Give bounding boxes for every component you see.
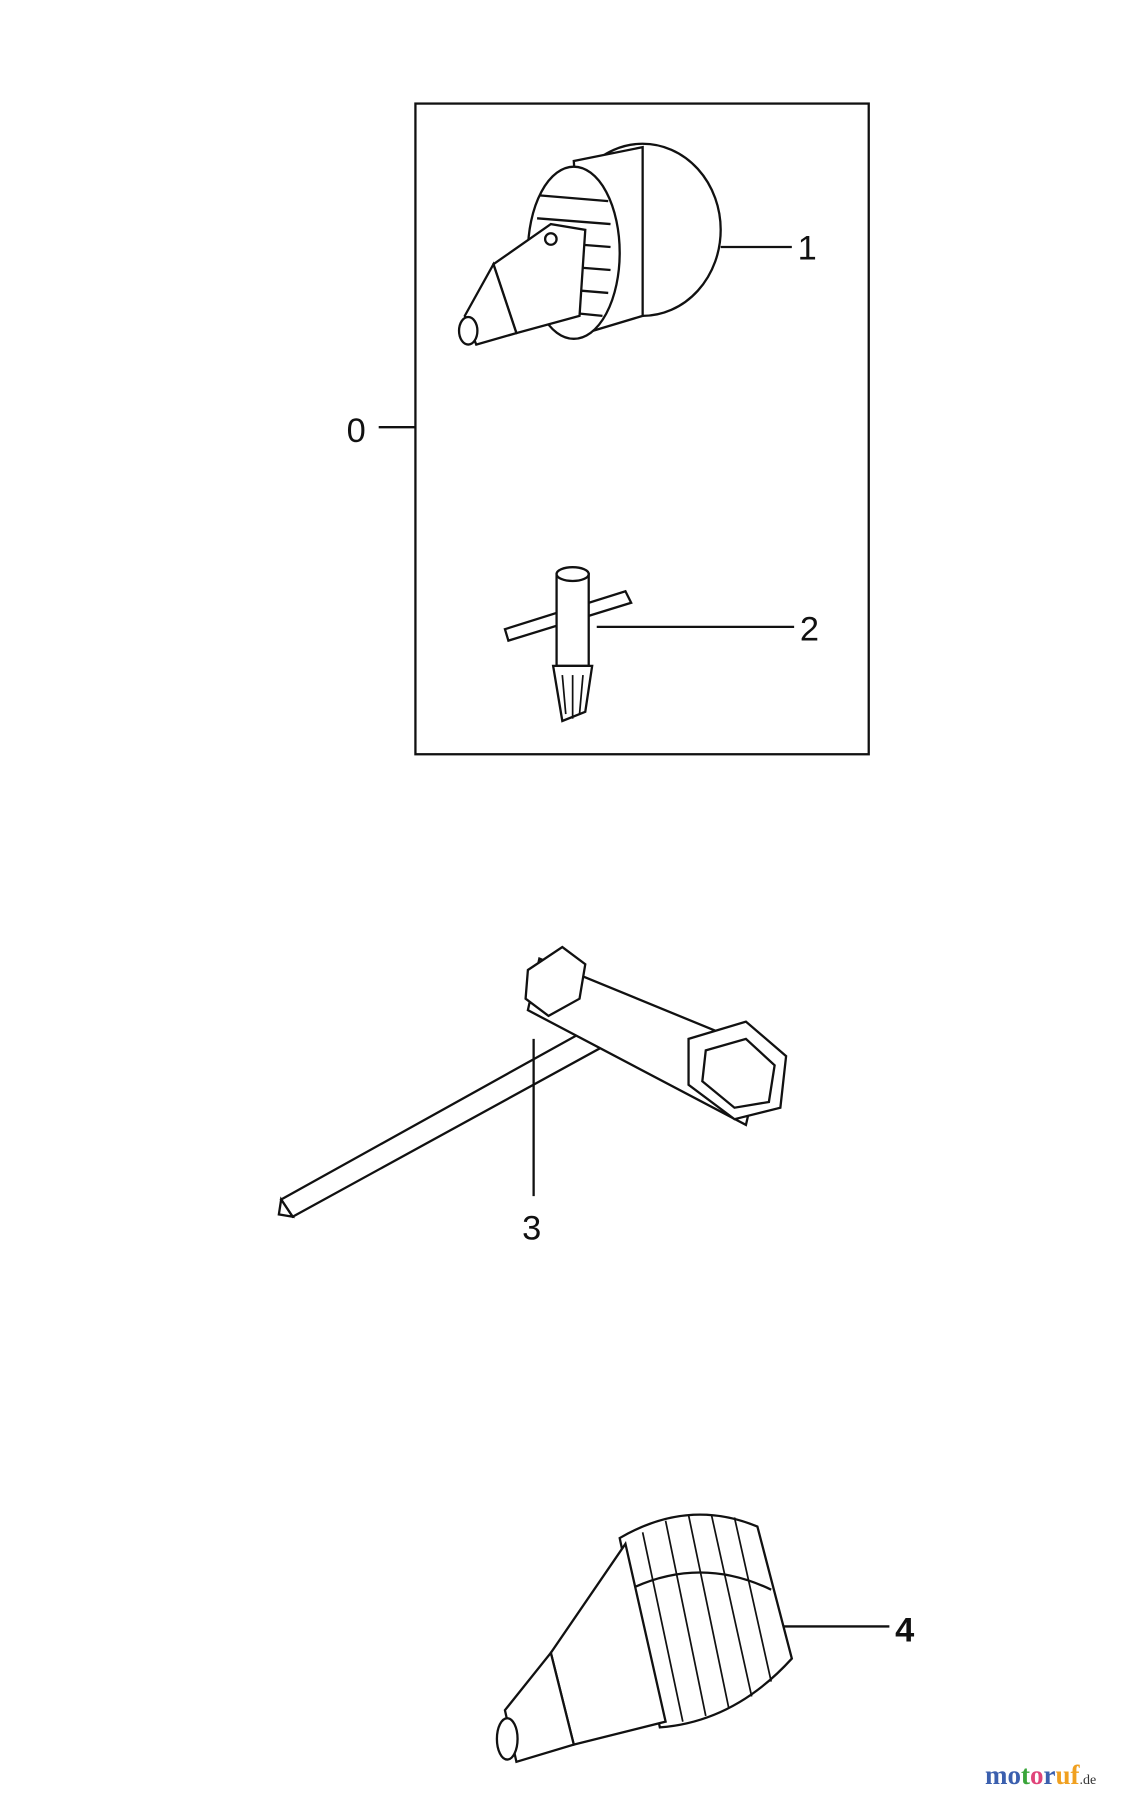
label-0: 0 [347, 412, 366, 450]
watermark-letter: m [985, 1760, 1008, 1790]
label-1: 1 [798, 230, 817, 268]
watermark-letter: u [1055, 1760, 1071, 1790]
label-2: 2 [800, 611, 819, 649]
watermark-letter: o [1007, 1760, 1022, 1790]
spark-plug-wrench-icon [277, 945, 788, 1219]
assembly-box [414, 102, 870, 756]
chuck-key-icon [503, 566, 633, 723]
watermark-logo: motoruf.de [985, 1760, 1096, 1791]
watermark-letter: r [1043, 1760, 1056, 1790]
label-3: 3 [522, 1210, 541, 1248]
keyed-drill-chuck-icon [457, 142, 722, 346]
watermark-letter: f [1070, 1760, 1080, 1790]
keyless-drill-chuck-icon [495, 1513, 794, 1764]
watermark-letter: o [1030, 1760, 1044, 1790]
watermark-suffix: .de [1079, 1773, 1097, 1788]
watermark-letter: t [1021, 1760, 1030, 1790]
label-4: 4 [895, 1611, 914, 1649]
